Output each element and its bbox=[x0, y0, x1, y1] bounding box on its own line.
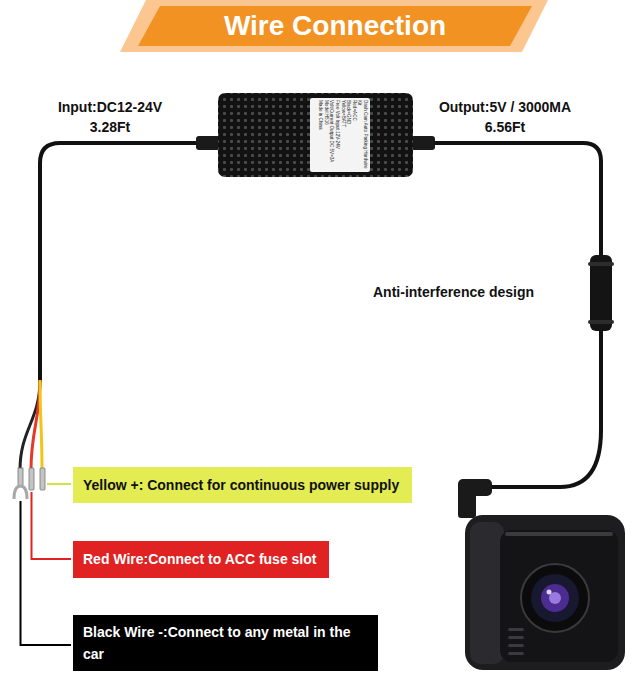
black-wire bbox=[20, 380, 40, 470]
speaker-slot bbox=[508, 636, 524, 639]
callout-text: Black Wire -:Connect to any metal in the… bbox=[83, 621, 368, 665]
speaker-slot bbox=[508, 644, 524, 647]
spec-label: Input:DC12-24V bbox=[20, 99, 200, 115]
ferrite-bead bbox=[590, 255, 612, 331]
ferrite-bead bbox=[588, 320, 614, 324]
camera-highlight bbox=[505, 532, 613, 536]
callout-box: Yellow +: Connect for continuous power s… bbox=[73, 467, 412, 503]
strain-relief bbox=[196, 136, 220, 150]
pin-terminal bbox=[40, 468, 45, 490]
callout-box: Red Wire:Connect to ACC fuse slot bbox=[73, 541, 329, 578]
leader-line bbox=[47, 483, 71, 485]
ferrite-bead bbox=[588, 262, 614, 266]
camera-face bbox=[500, 530, 618, 662]
output-cable bbox=[435, 143, 601, 487]
input-cable bbox=[40, 143, 196, 382]
sticker-text: Model:H516 bbox=[323, 100, 329, 170]
sticker-text: Red=ACC bbox=[351, 100, 357, 170]
camera-lens bbox=[521, 564, 589, 632]
sticker-text: Yellow=BATT bbox=[340, 100, 346, 170]
pin-terminal bbox=[29, 468, 34, 490]
lens-glint bbox=[547, 590, 552, 595]
leader-line bbox=[21, 501, 72, 645]
length-label: 3.28Ft bbox=[20, 119, 200, 135]
banner-frame bbox=[120, 0, 548, 52]
sticker-text-block: Dash Cam Auto Parking Hardwire KitRed=AC… bbox=[312, 100, 368, 170]
sticker-text: Volt/Current Output:DC 5V=3A bbox=[329, 100, 335, 170]
sticker-text: Made in China bbox=[318, 100, 324, 170]
feature-note: Anti-interference design bbox=[373, 284, 534, 300]
callout-box: Black Wire -:Connect to any metal in the… bbox=[73, 615, 378, 671]
label-sticker: Dash Cam Auto Parking Hardwire KitRed=AC… bbox=[310, 98, 370, 172]
camera-lens bbox=[531, 574, 579, 622]
camera-lens bbox=[541, 584, 569, 612]
spec-label: Output:5V / 3000MA bbox=[415, 99, 595, 115]
dash-camera bbox=[465, 515, 625, 670]
leader-line bbox=[32, 492, 72, 559]
yellow-wire bbox=[40, 380, 42, 470]
sticker-text: Free Volt Input:12V-24V bbox=[334, 100, 340, 170]
banner-band bbox=[138, 6, 532, 46]
converter-box: Dash Cam Auto Parking Hardwire KitRed=AC… bbox=[218, 93, 413, 177]
strain-relief bbox=[411, 136, 435, 150]
callout-text: Red Wire:Connect to ACC fuse slot bbox=[83, 550, 316, 568]
speaker-slot bbox=[508, 652, 524, 655]
speaker-slot bbox=[508, 628, 524, 631]
usb-plug bbox=[458, 488, 476, 518]
banner-title: Wire Connection bbox=[140, 6, 530, 46]
sticker-text: Black=GND bbox=[346, 100, 352, 170]
callout-text: Yellow +: Connect for continuous power s… bbox=[83, 476, 399, 494]
camera-lens bbox=[549, 592, 561, 604]
sticker-text: Dash Cam Auto Parking Hardwire Kit bbox=[357, 100, 368, 170]
fork-terminal bbox=[18, 468, 23, 486]
length-label: 6.56Ft bbox=[415, 119, 595, 135]
fork-terminal bbox=[14, 486, 27, 499]
camera-mount bbox=[470, 522, 504, 664]
